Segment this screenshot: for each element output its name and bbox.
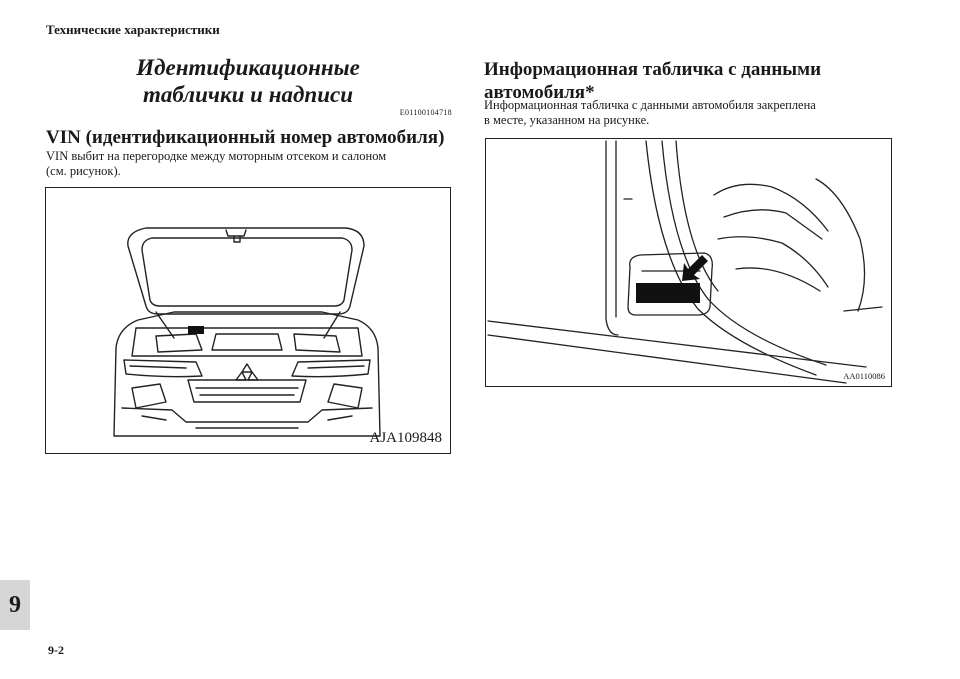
running-header: Технические характеристики	[46, 22, 220, 37]
vin-heading: VIN (идентификационный номер автомобиля)	[46, 127, 445, 148]
chapter-tab: 9	[0, 580, 30, 630]
info-plate-heading: Информационная табличка с данными автомо…	[484, 58, 904, 104]
section-title: Идентификационные таблички и надписи	[46, 54, 450, 108]
page-number: 9-2	[48, 643, 64, 657]
info-plate-description: Информационная табличка с данными автомо…	[484, 98, 894, 128]
info-plate-figure: AA0110086	[485, 138, 892, 387]
section-title-line-1: Идентификационные	[136, 55, 360, 80]
info-text-line-2: в месте, указанном на рисунке.	[484, 113, 650, 127]
vin-text-line-1: VIN выбит на перегородке между моторным …	[46, 149, 387, 163]
vin-figure: AJA109848	[45, 187, 451, 454]
info-heading-line-1: Информационная табличка с данными	[484, 59, 822, 80]
door-pillar-illustration	[487, 140, 883, 384]
info-heading-line-2: автомобиля*	[484, 82, 595, 103]
info-text-line-1: Информационная табличка с данными автомо…	[484, 98, 816, 112]
info-figure-code: AA0110086	[843, 371, 885, 381]
vin-description: VIN выбит на перегородке между моторным …	[46, 149, 456, 179]
vin-figure-code: AJA109848	[369, 430, 442, 446]
section-code: E01100104718	[399, 108, 452, 117]
car-front-illustration	[113, 227, 381, 437]
section-title-line-2: таблички и надписи	[143, 82, 353, 107]
vin-text-line-2: (см. рисунок).	[46, 164, 121, 178]
